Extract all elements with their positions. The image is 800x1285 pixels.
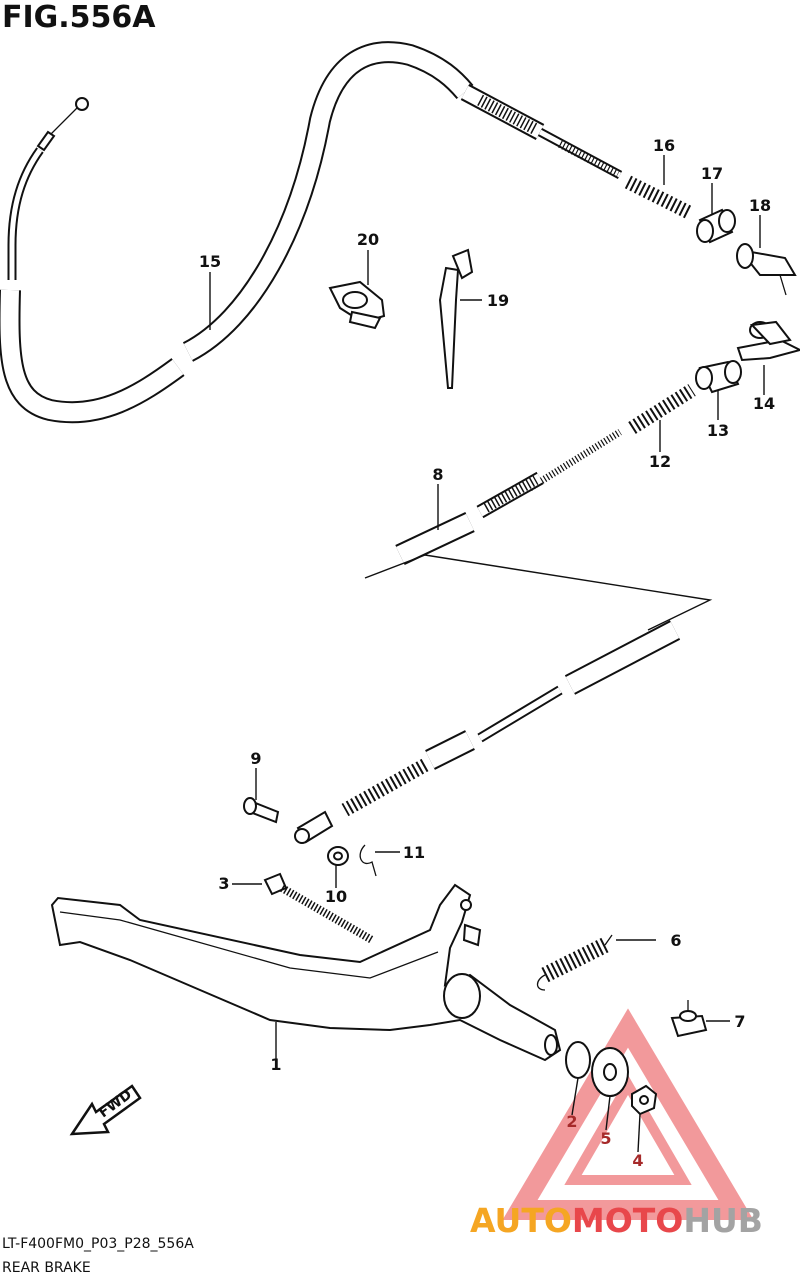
callout-5: 5 (600, 1129, 611, 1148)
callout-11: 11 (403, 843, 425, 862)
callout-15: 15 (199, 252, 221, 271)
callout-7: 7 (734, 1012, 745, 1031)
callout-19: 19 (487, 291, 509, 310)
part-20-clamp (328, 280, 386, 330)
part-17-bushing (696, 208, 736, 244)
part-12-spring (628, 384, 696, 434)
part-19-tie (438, 248, 474, 389)
callout-18: 18 (749, 196, 771, 215)
callout-14: 14 (753, 394, 775, 413)
callout-17: 17 (701, 164, 723, 183)
fwd-arrow: FWD (69, 1084, 142, 1136)
callout-20: 20 (357, 230, 379, 249)
part-18-joint (736, 243, 797, 296)
callout-10: 10 (325, 887, 347, 906)
part-7-nut (670, 1000, 708, 1038)
watermark-text-auto: AUTO (470, 1201, 572, 1240)
part-9-pin (243, 797, 280, 824)
part-2-o-ring (565, 1041, 591, 1079)
watermark-text: AUTOMOTOHUB (470, 1201, 763, 1240)
break-line (364, 554, 713, 631)
part-10-washer (327, 846, 349, 866)
callout-9: 9 (250, 749, 261, 768)
callout-1: 1 (270, 1055, 281, 1074)
callout-13: 13 (707, 421, 729, 440)
callout-12: 12 (649, 452, 671, 471)
watermark-text-hub: HUB (683, 1201, 763, 1240)
part-4-nut (631, 1084, 658, 1116)
part-1-pedal (50, 883, 562, 1062)
figure-name: REAR BRAKE (2, 1260, 91, 1276)
part-11-clip (359, 844, 377, 877)
leader-lines (209, 155, 765, 1153)
part-6-spring (536, 934, 613, 991)
part-5-washer (591, 1047, 629, 1097)
part-3-bolt (263, 872, 375, 944)
watermark-text-moto: MOTO (572, 1201, 683, 1240)
figure-title: FIG.556A (2, 0, 156, 35)
part-14-joint (736, 320, 800, 362)
part-16-spring (624, 175, 692, 219)
callout-3: 3 (218, 874, 229, 893)
part-15-cable (0, 41, 623, 424)
watermark-logo (502, 1008, 754, 1220)
callout-16: 16 (653, 136, 675, 155)
figure-code: LT-F400FM0_P03_P28_556A (2, 1236, 194, 1252)
callout-6: 6 (670, 931, 681, 950)
part-13-bushing (695, 360, 742, 394)
callout-2: 2 (566, 1112, 577, 1131)
part-8-cable (294, 429, 681, 844)
callout-4: 4 (632, 1151, 643, 1170)
callout-8: 8 (432, 465, 443, 484)
